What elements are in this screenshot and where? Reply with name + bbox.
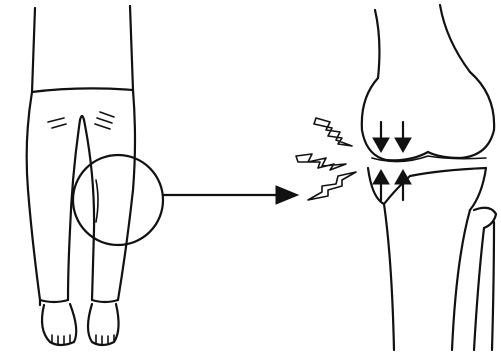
fold-mark: [48, 118, 64, 122]
right-leg-outer: [118, 90, 135, 300]
knee-crease: [96, 180, 98, 222]
waistband: [32, 88, 133, 92]
left-cuff: [40, 300, 68, 302]
femur-left-edge: [375, 10, 379, 78]
fibula-head: [474, 208, 496, 228]
tibia-plateau: [368, 168, 486, 210]
up-arrow-head: [373, 170, 389, 184]
right-leg-inner: [84, 120, 94, 300]
left-leg-outer: [27, 92, 40, 305]
arrow-head: [276, 186, 298, 204]
femur-condyle-left: [362, 78, 428, 160]
fold-mark: [100, 112, 114, 117]
lightning-bolt: [296, 154, 346, 170]
pointer-arrow-icon: [163, 186, 298, 204]
down-arrow-head: [373, 138, 389, 152]
tibia-left-edge: [384, 204, 394, 350]
fold-mark: [97, 118, 112, 123]
pain-lightning-icon: [296, 118, 356, 200]
tibia-right-edge: [452, 210, 470, 350]
lightning-bolt: [308, 172, 356, 200]
torso-right-edge: [130, 6, 133, 90]
fold-mark: [52, 124, 66, 128]
left-foot: [42, 304, 76, 345]
magnify-circle-icon: [73, 155, 163, 245]
right-cuff: [92, 300, 118, 302]
fibula-right-edge: [492, 222, 494, 350]
fibula-left-edge: [474, 228, 484, 350]
femur-right-edge: [440, 5, 470, 72]
down-arrow-head: [395, 138, 411, 152]
torso-left-edge: [32, 8, 35, 92]
fold-mark: [95, 124, 110, 129]
femur-condyle-right: [428, 72, 494, 158]
crotch: [80, 116, 84, 120]
lightning-bolt: [314, 118, 352, 146]
